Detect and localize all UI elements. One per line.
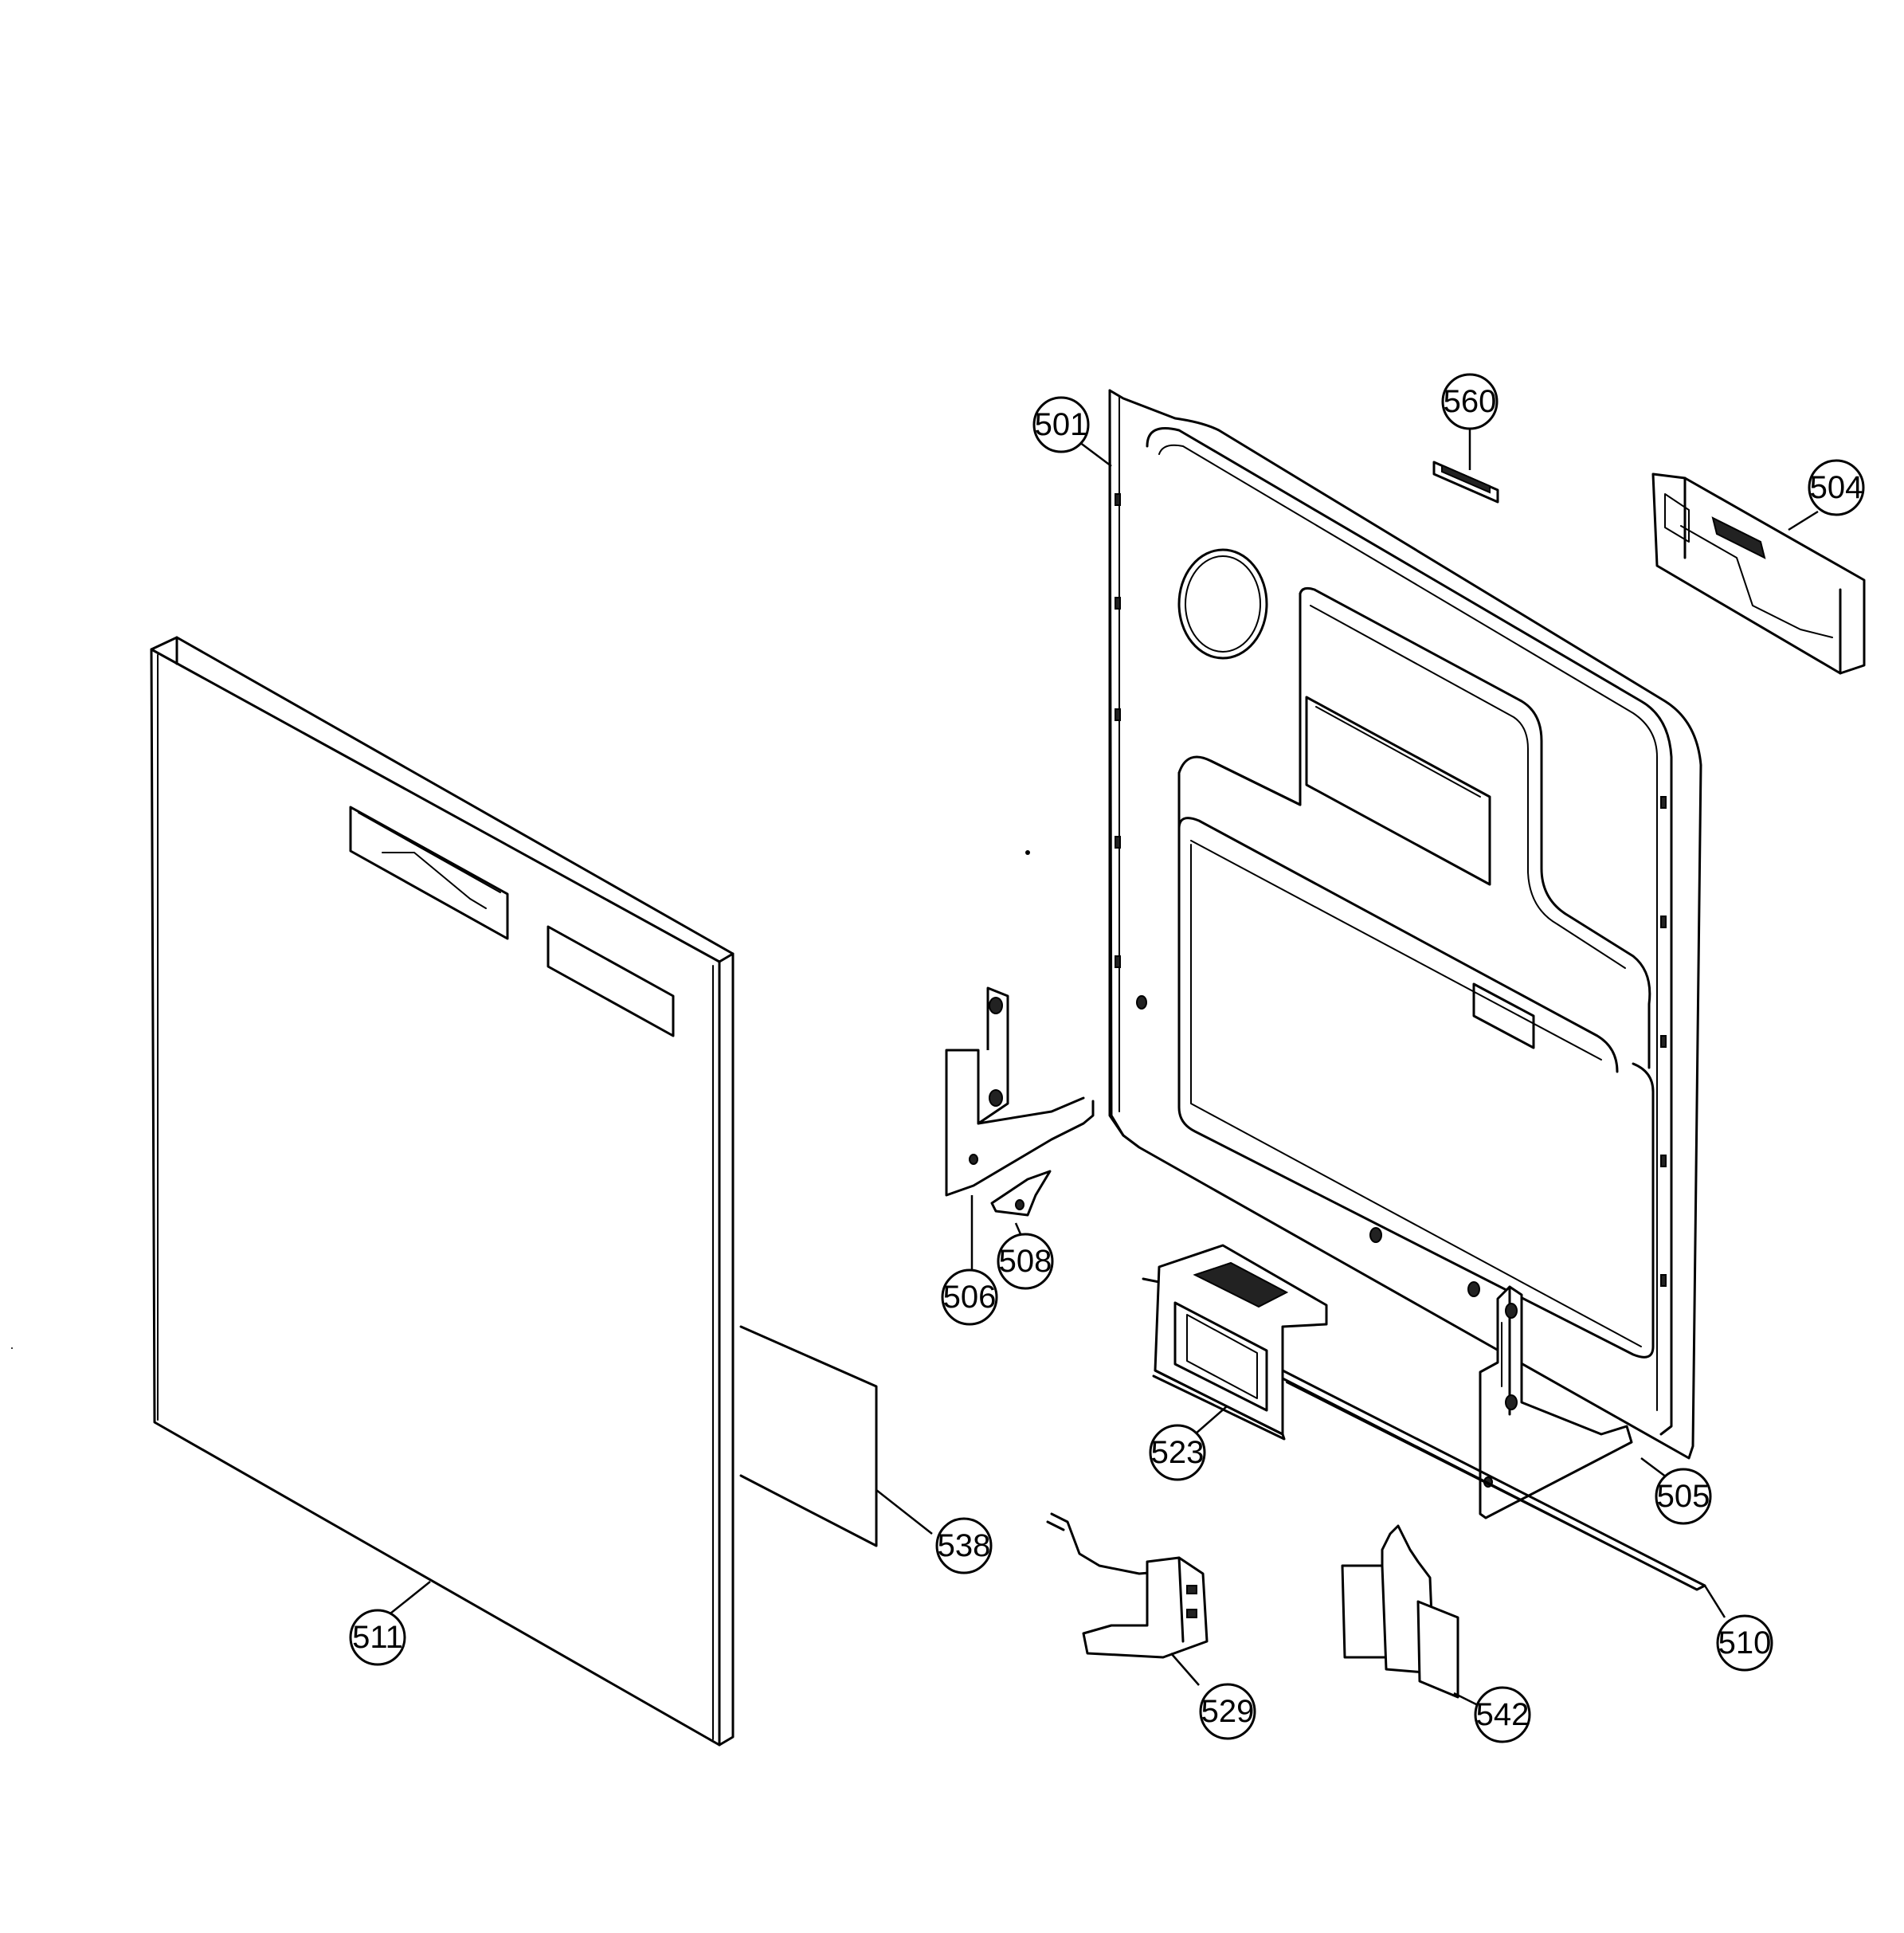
part-538-insulation-sheet[interactable] [739, 1325, 878, 1547]
stray-dot [1025, 850, 1030, 855]
callout-label-508: 508 [999, 1244, 1052, 1279]
part-506-hinge-bracket[interactable] [945, 986, 1095, 1197]
part-529-wire-harness[interactable] [1046, 1512, 1209, 1659]
callout-label-506: 506 [943, 1280, 997, 1315]
callout-label-560: 560 [1444, 384, 1497, 419]
callout-label-523: 523 [1151, 1435, 1205, 1470]
callout-label-538: 538 [938, 1528, 991, 1563]
callout-label-542: 542 [1476, 1697, 1530, 1732]
callout-560[interactable]: 560 [1441, 373, 1499, 430]
part-505-hinge-bracket[interactable] [1479, 1285, 1633, 1519]
callout-508[interactable]: 508 [997, 1233, 1054, 1290]
part-510-bottom-seal-strip[interactable] [1281, 1369, 1706, 1591]
callout-504[interactable]: 504 [1808, 459, 1865, 516]
callout-label-529: 529 [1201, 1694, 1255, 1729]
callout-529[interactable]: 529 [1199, 1683, 1256, 1740]
callout-label-510: 510 [1718, 1625, 1772, 1660]
part-508-hinge-link[interactable] [990, 1170, 1052, 1217]
callout-label-501: 501 [1035, 407, 1088, 442]
leader-lines [390, 422, 1819, 1707]
callout-523[interactable]: 523 [1149, 1424, 1206, 1481]
part-542-label-sheets[interactable] [1341, 1524, 1459, 1699]
callout-501[interactable]: 501 [1032, 396, 1090, 453]
callout-510[interactable]: 510 [1716, 1614, 1773, 1672]
callout-label-505: 505 [1657, 1479, 1710, 1514]
callout-511[interactable]: 511 [349, 1609, 406, 1666]
part-560-clip[interactable] [1432, 461, 1499, 504]
callout-505[interactable]: 505 [1655, 1468, 1712, 1525]
callout-542[interactable]: 542 [1474, 1686, 1531, 1743]
callout-506[interactable]: 506 [941, 1268, 998, 1326]
part-523-latch-housing[interactable] [1142, 1244, 1328, 1441]
callout-538[interactable]: 538 [935, 1517, 993, 1574]
part-511-outer-door-panel[interactable] [150, 636, 735, 1747]
callout-label-504: 504 [1810, 470, 1863, 505]
part-504-control-module[interactable] [1651, 472, 1866, 675]
stray-dot [11, 1347, 13, 1349]
part-501-inner-door-liner[interactable] [1108, 389, 1702, 1460]
callout-label-511: 511 [352, 1620, 403, 1655]
